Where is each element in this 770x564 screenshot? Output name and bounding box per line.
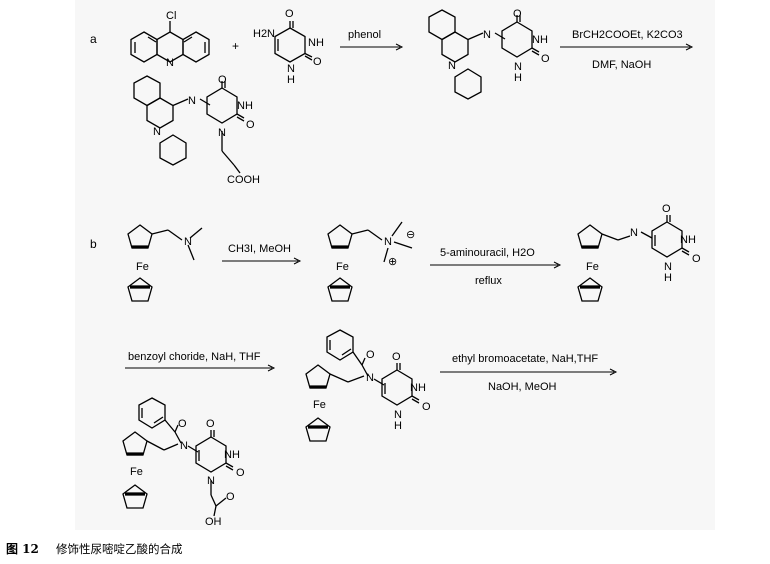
iron-atom: Fe: [336, 261, 349, 273]
carbonyl-oxygen: O: [178, 418, 187, 430]
acridine-nitrogen: N: [448, 60, 456, 72]
carboxylic-acid-group: COOH: [227, 174, 260, 186]
iron-atom: Fe: [130, 466, 143, 478]
ammonium-nitrogen: N: [384, 236, 392, 248]
chlorine-atom: Cl: [166, 10, 176, 22]
arrowhead: [395, 43, 404, 51]
ring-hydrogen: H: [514, 72, 522, 84]
ring-nh: NH: [410, 382, 426, 394]
hydroxyl-group: OH: [205, 516, 222, 528]
carbonyl-oxygen: O: [513, 8, 522, 20]
acridinyl-uracil-acetic-acid-structure: [133, 75, 245, 174]
condition-reflux: reflux: [475, 275, 502, 287]
condition-phenol: phenol: [348, 29, 381, 41]
ring-nh: NH: [532, 34, 548, 46]
condition-benzoyl-chloride: benzoyl choride, NaH, THF: [128, 351, 261, 363]
iron-atom: Fe: [136, 261, 149, 273]
chloroacridine-structure: [130, 21, 210, 63]
carbonyl-oxygen: O: [313, 56, 322, 68]
carbonyl-oxygen: O: [206, 418, 215, 430]
benzoyl-ferrocenyl-aminouracil-structure: [305, 329, 420, 442]
ring-nh: NH: [680, 234, 696, 246]
amine-nh: N: [630, 227, 638, 239]
condition-methyl-iodide: CH3I, MeOH: [228, 243, 291, 255]
condition-aminouracil: 5-aminouracil, H2O: [440, 247, 535, 259]
condition-ethyl-bromoacetate: ethyl bromoacetate, NaH,THF: [452, 353, 598, 365]
arrowhead: [685, 43, 694, 51]
acridinyl-aminouracil-structure: [428, 9, 540, 100]
figure-number: 图 12: [6, 542, 39, 556]
ring-nh: NH: [237, 100, 253, 112]
ferrocenylmethyl-dimethylamine-structure: [127, 224, 203, 302]
amide-nitrogen: N: [180, 440, 188, 452]
ring-nitrogen: N: [514, 61, 522, 73]
ferrocenylmethyl-trimethylammonium-structure: [327, 221, 413, 302]
ring-nitrogen: N: [287, 63, 295, 75]
arrowhead: [267, 364, 276, 372]
iron-atom: Fe: [313, 399, 326, 411]
carbonyl-oxygen: O: [392, 351, 401, 363]
aminouracil-structure: [274, 21, 313, 63]
ring-nitrogen: N: [207, 475, 215, 487]
ring-nitrogen: N: [664, 261, 672, 273]
arrowhead: [293, 257, 302, 265]
carbonyl-oxygen: O: [226, 491, 235, 503]
carbonyl-oxygen: O: [422, 401, 431, 413]
ring-hydrogen: H: [664, 272, 672, 284]
amine-nh: N: [483, 29, 491, 41]
condition-naoh-meoh: NaOH, MeOH: [488, 381, 557, 393]
arrowhead: [609, 368, 618, 376]
condition-bromoacetate: BrCH2COOEt, K2CO3: [572, 29, 683, 41]
carbonyl-oxygen: O: [692, 253, 701, 265]
part-b-label: b: [90, 237, 97, 251]
positive-charge: ⊕: [388, 256, 397, 268]
arrowhead: [553, 261, 562, 269]
acridine-nitrogen: N: [153, 126, 161, 138]
amide-nitrogen: N: [366, 372, 374, 384]
negative-charge: ⊖: [406, 229, 415, 241]
acridine-nitrogen: N: [166, 57, 174, 69]
figure-caption: 修饰性尿嘧啶乙酸的合成: [56, 542, 183, 556]
ferrocenylmethyl-aminouracil-structure: [577, 215, 690, 302]
part-a-label: a: [90, 32, 97, 46]
carbonyl-oxygen: O: [218, 74, 227, 86]
carbonyl-oxygen: O: [662, 203, 671, 215]
iron-atom: Fe: [586, 261, 599, 273]
carbonyl-oxygen: O: [236, 467, 245, 479]
amine-nitrogen: N: [184, 236, 192, 248]
plus-sign: +: [232, 39, 239, 53]
ring-hydrogen: H: [394, 420, 402, 432]
carbonyl-oxygen: O: [285, 8, 294, 20]
carbonyl-oxygen: O: [246, 119, 255, 131]
ring-nh: NH: [308, 37, 324, 49]
carbonyl-oxygen: O: [366, 349, 375, 361]
ring-nh: NH: [224, 449, 240, 461]
condition-dmf-naoh: DMF, NaOH: [592, 59, 651, 71]
ring-nitrogen: N: [394, 409, 402, 421]
benzoyl-ferrocenyl-uracil-acetic-acid-structure: [122, 397, 234, 517]
carbonyl-oxygen: O: [541, 53, 550, 65]
ring-hydrogen: H: [287, 74, 295, 86]
ring-nitrogen: N: [218, 127, 226, 139]
scheme-panel: [75, 0, 715, 530]
amino-group-label: H2N: [253, 28, 275, 40]
amine-nh: N: [188, 95, 196, 107]
